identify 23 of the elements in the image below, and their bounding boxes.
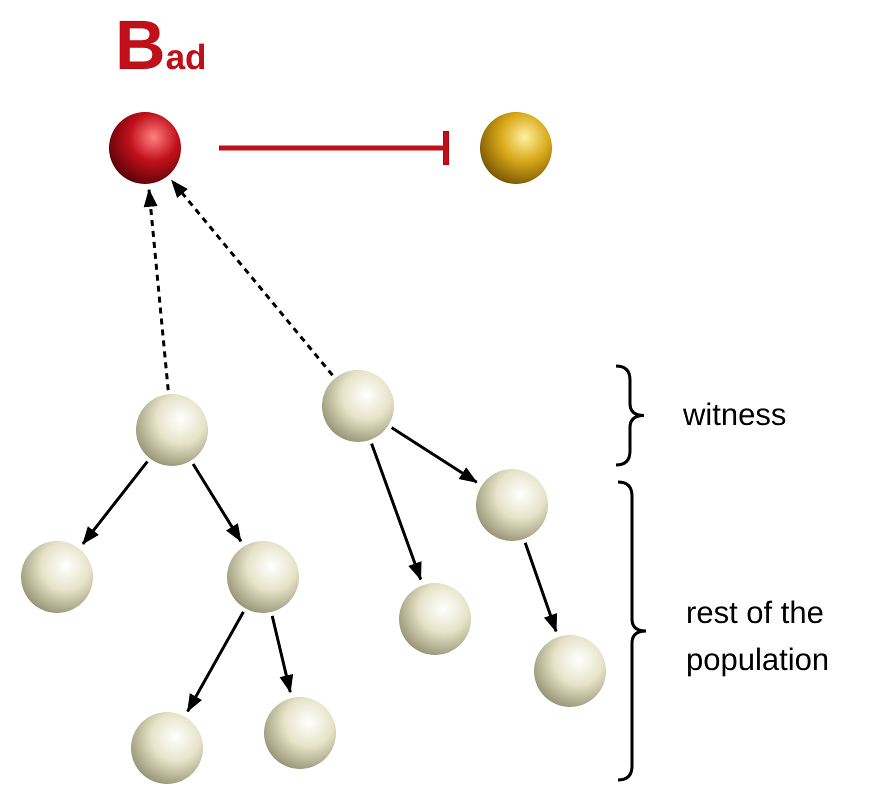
sphere bbox=[109, 112, 181, 184]
brace-label: witness bbox=[683, 396, 788, 434]
arrow bbox=[170, 179, 334, 376]
arrow bbox=[270, 616, 294, 694]
brace-label: rest of the population bbox=[686, 594, 830, 678]
arrow bbox=[192, 463, 242, 542]
inhibition-line bbox=[219, 131, 449, 165]
sphere bbox=[534, 635, 606, 707]
arrow bbox=[524, 542, 558, 632]
sphere bbox=[264, 697, 336, 769]
arrow bbox=[82, 460, 149, 545]
sphere bbox=[480, 112, 552, 184]
arrow bbox=[370, 443, 422, 580]
sphere bbox=[131, 712, 203, 784]
sphere bbox=[399, 583, 471, 655]
sphere bbox=[227, 541, 299, 613]
sphere bbox=[136, 394, 208, 466]
sphere bbox=[476, 469, 548, 541]
sphere bbox=[322, 370, 394, 442]
arrow bbox=[144, 188, 170, 390]
sphere bbox=[21, 541, 93, 613]
arrow bbox=[186, 611, 245, 712]
arrow bbox=[390, 426, 478, 484]
